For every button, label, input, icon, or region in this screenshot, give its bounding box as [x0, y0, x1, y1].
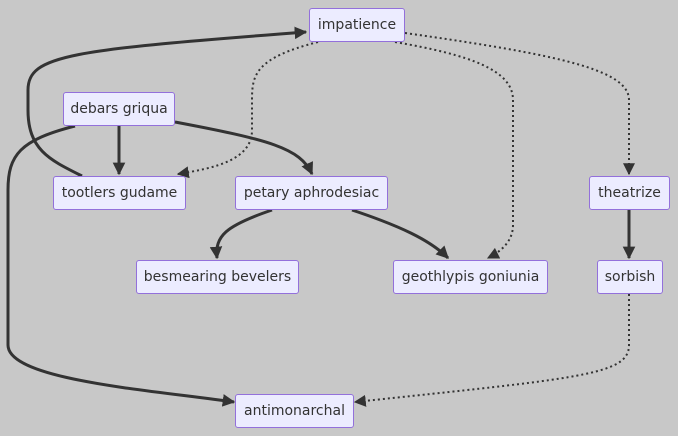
edge-debars-griqua-to-antimonarchal [6, 124, 236, 407]
edge-debars-griqua-to-petary-aphrodesiac [174, 120, 314, 176]
node-antimonarchal[interactable]: antimonarchal [235, 394, 354, 428]
node-petary-aphrodesiac[interactable]: petary aphrodesiac [235, 176, 388, 210]
edge-petary-aphrodesiac-to-geothlypis-goniunia [351, 208, 450, 260]
node-sorbish[interactable]: sorbish [597, 260, 663, 294]
node-debars-griqua[interactable]: debars griqua [63, 92, 175, 126]
edge-impatience-to-tootlers-gudame [176, 41, 319, 179]
node-tootlers-gudame[interactable]: tootlers gudame [53, 176, 186, 210]
edge-impatience-to-theatrize [404, 32, 635, 176]
node-geothlypis-goniunia[interactable]: geothlypis goniunia [393, 260, 548, 294]
node-besmearing-bevelers[interactable]: besmearing bevelers [136, 260, 299, 294]
node-impatience[interactable]: impatience [309, 8, 405, 42]
edge-tootlers-gudame-to-impatience [26, 26, 308, 178]
edge-sorbish-to-antimonarchal [353, 294, 630, 407]
edge-impatience-to-geothlypis-goniunia [394, 41, 514, 259]
node-theatrize[interactable]: theatrize [589, 176, 670, 210]
edge-petary-aphrodesiac-to-besmearing-bevelers [209, 208, 273, 260]
